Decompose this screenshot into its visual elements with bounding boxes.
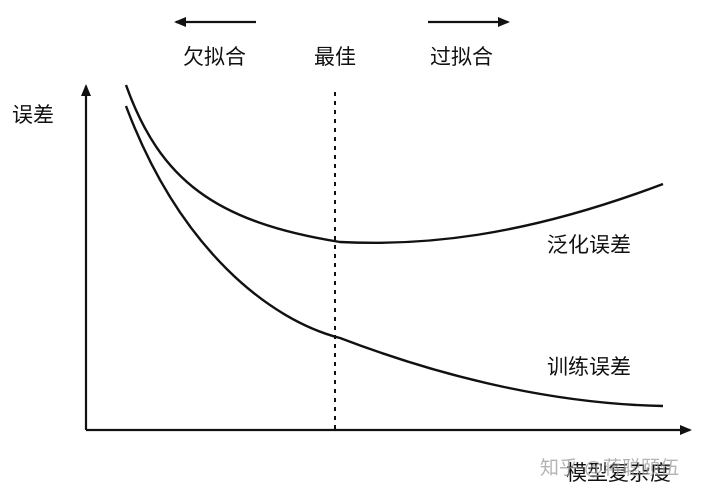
y-axis-label: 误差 [12,103,54,127]
training-error-curve [124,105,664,408]
overfit-label: 过拟合 [430,45,493,69]
optimal-label: 最佳 [314,45,356,69]
underfit-label: 欠拟合 [183,45,246,69]
watermark: 知乎 @蒋聪颐伍 [540,457,679,479]
generalization-error-label: 泛化误差 [547,233,631,257]
x-axis-label: 模型复杂度 [566,461,671,485]
training-error-label: 训练误差 [547,355,631,379]
generalization-error-curve [124,84,664,245]
